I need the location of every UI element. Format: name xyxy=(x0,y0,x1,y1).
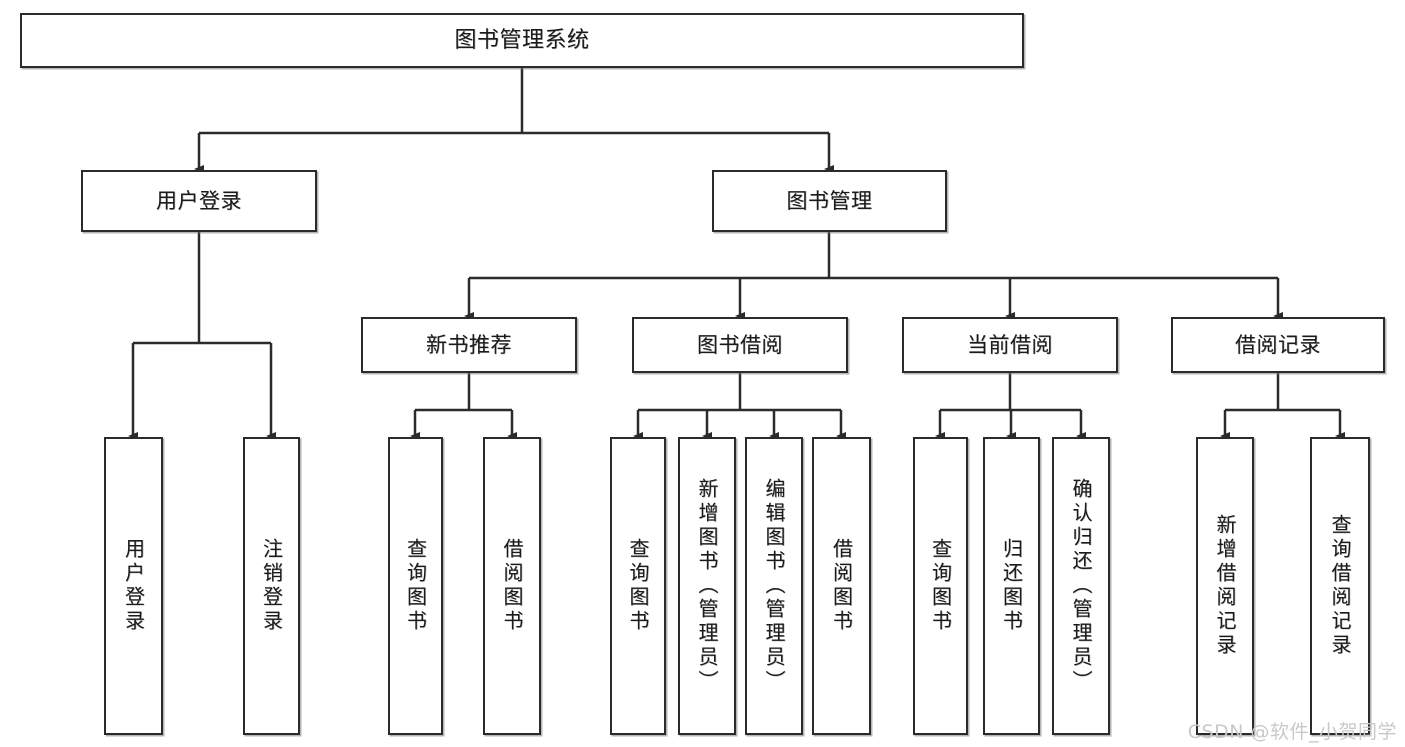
leaf-logout[interactable]: 注销登录 xyxy=(243,437,300,735)
node-current-borrowing[interactable]: 当前借阅 xyxy=(902,317,1118,373)
node-label: 新增借阅记录 xyxy=(1213,514,1237,658)
node-label: 查询图书 xyxy=(626,538,650,634)
node-label: 新书推荐 xyxy=(426,332,512,357)
node-label: 编辑图书（管理员） xyxy=(762,478,786,694)
leaf-query-books-borrowing[interactable]: 查询图书 xyxy=(610,437,666,735)
leaf-query-borrow-record[interactable]: 查询借阅记录 xyxy=(1310,437,1370,735)
node-label: 用户登录 xyxy=(121,538,146,634)
node-new-book-recommendation[interactable]: 新书推荐 xyxy=(361,317,577,373)
node-label: 确认归还（管理员） xyxy=(1069,478,1093,694)
node-borrowing-records[interactable]: 借阅记录 xyxy=(1171,317,1385,373)
node-label: 借阅记录 xyxy=(1235,332,1321,357)
leaf-query-books-recommendation[interactable]: 查询图书 xyxy=(388,437,443,735)
node-label: 图书借阅 xyxy=(697,332,783,357)
node-label: 图书管理系统 xyxy=(454,27,590,53)
leaf-user-login[interactable]: 用户登录 xyxy=(104,437,163,735)
leaf-add-borrow-record[interactable]: 新增借阅记录 xyxy=(1196,437,1254,735)
leaf-confirm-return-admin[interactable]: 确认归还（管理员） xyxy=(1052,437,1110,735)
node-label: 归还图书 xyxy=(999,538,1024,634)
leaf-borrow-books-recommendation[interactable]: 借阅图书 xyxy=(483,437,541,735)
node-label: 查询借阅记录 xyxy=(1328,514,1352,658)
node-book-management[interactable]: 图书管理 xyxy=(712,170,947,232)
leaf-borrow-book[interactable]: 借阅图书 xyxy=(812,437,871,735)
node-label: 借阅图书 xyxy=(500,538,524,634)
node-label: 用户登录 xyxy=(156,188,242,213)
node-label: 图书管理 xyxy=(786,188,873,213)
leaf-add-book-admin[interactable]: 新增图书（管理员） xyxy=(678,437,736,735)
leaf-query-books-current[interactable]: 查询图书 xyxy=(913,437,968,735)
node-user-login[interactable]: 用户登录 xyxy=(81,170,317,232)
node-label: 借阅图书 xyxy=(829,538,854,634)
node-label: 查询图书 xyxy=(928,538,953,634)
node-root-book-management-system[interactable]: 图书管理系统 xyxy=(20,13,1024,68)
node-book-borrowing[interactable]: 图书借阅 xyxy=(632,317,848,373)
node-label: 查询图书 xyxy=(403,538,428,634)
leaf-return-book[interactable]: 归还图书 xyxy=(983,437,1040,735)
node-label: 当前借阅 xyxy=(967,332,1053,357)
node-label: 新增图书（管理员） xyxy=(695,478,719,694)
node-label: 注销登录 xyxy=(259,538,284,634)
leaf-edit-book-admin[interactable]: 编辑图书（管理员） xyxy=(745,437,803,735)
